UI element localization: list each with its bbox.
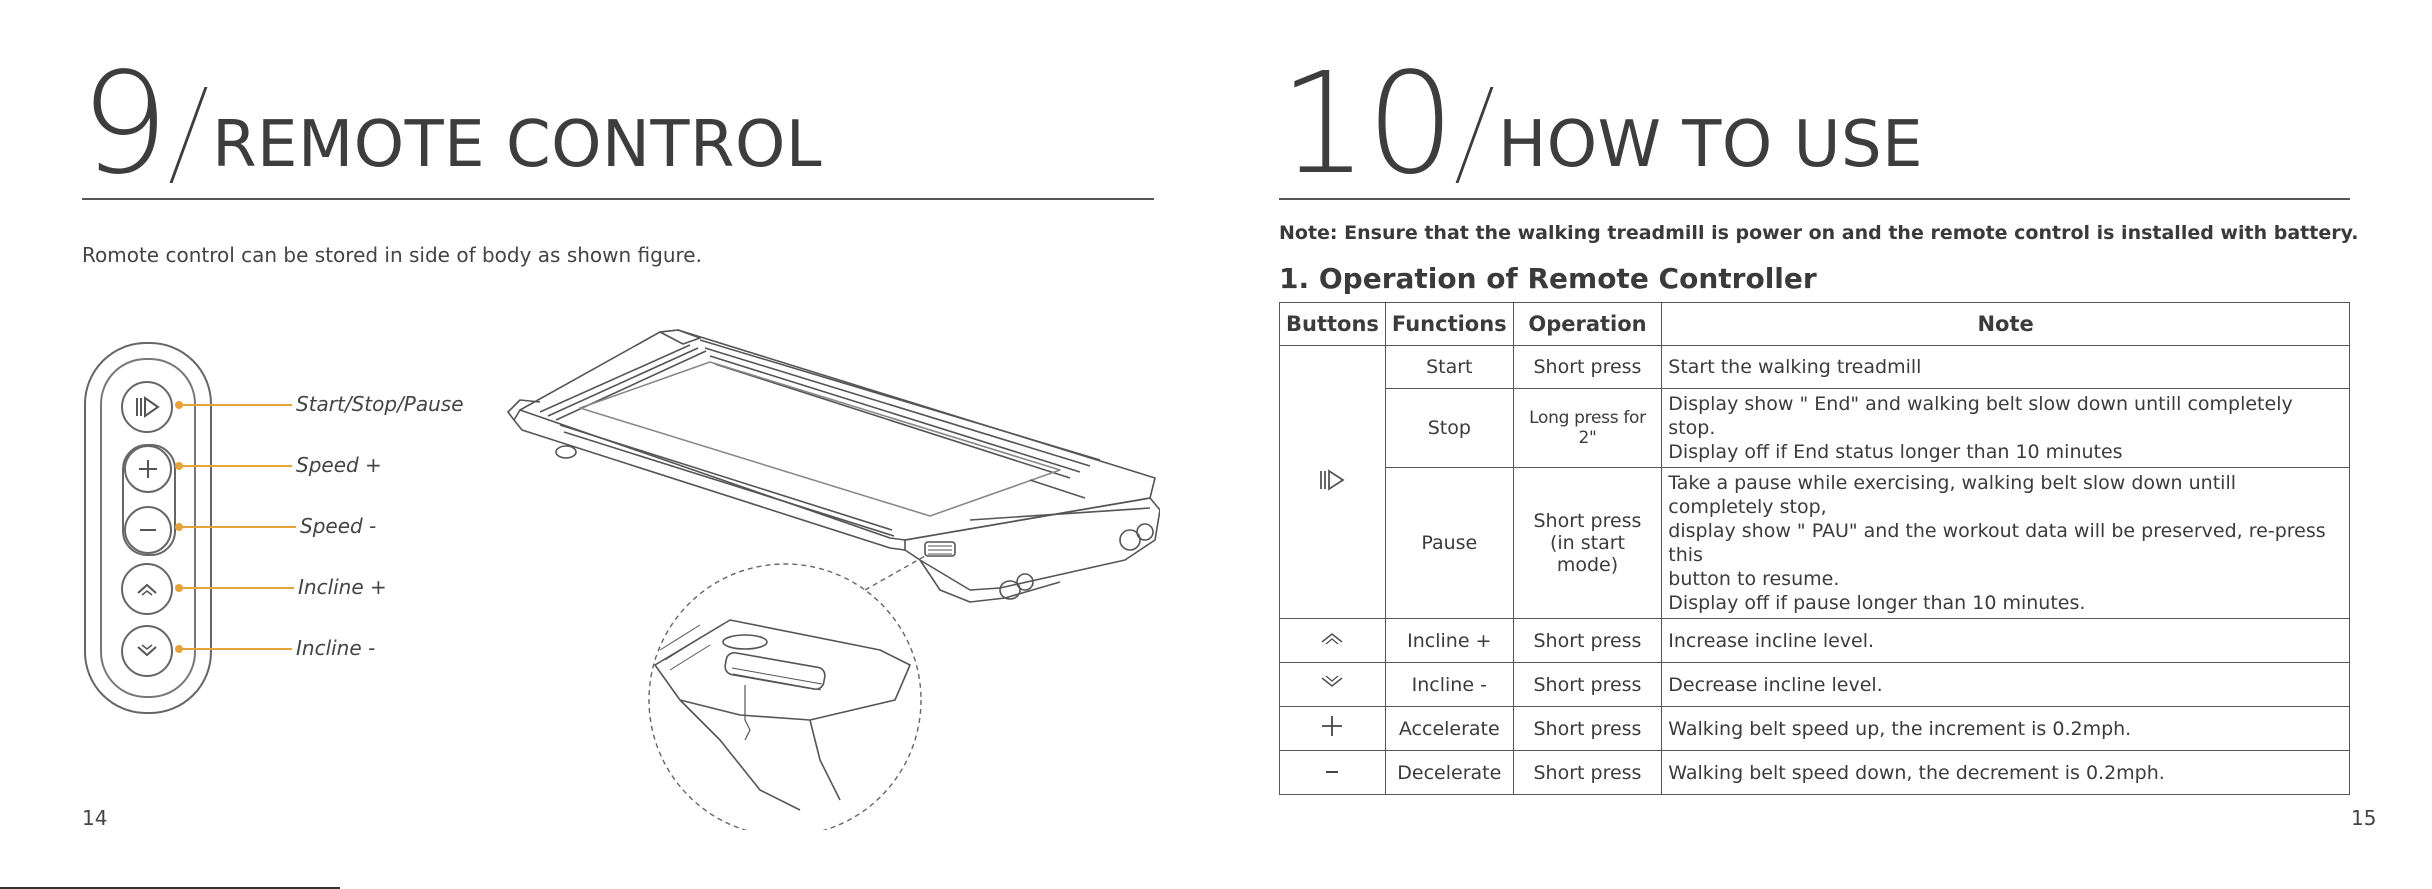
- heading-slash: [1455, 87, 1494, 183]
- heading-rule: [1279, 198, 2350, 200]
- subheading: 1. Operation of Remote Controller: [1279, 262, 1817, 295]
- header-functions: Functions: [1384, 302, 1514, 346]
- note-line: Display off if End status longer than 10…: [1668, 441, 2123, 463]
- function-cell: Start: [1384, 345, 1514, 389]
- page-number: 15: [2351, 806, 2377, 830]
- chevron-up-icon: [1279, 618, 1386, 663]
- note-line: display show " PAU" and the workout data…: [1668, 520, 2326, 566]
- start-pause-icon: [121, 381, 173, 433]
- chevron-down-icon: [1279, 662, 1386, 707]
- label-incline-minus: Incline -: [296, 636, 376, 660]
- label-incline-plus: Incline +: [298, 575, 387, 599]
- operation-cell: Short press (in start mode): [1512, 467, 1663, 619]
- callout-line: [180, 526, 296, 528]
- heading-rule: [82, 198, 1154, 200]
- table-row: Incline + Short press Increase incline l…: [1279, 618, 2350, 663]
- operation-cell: Short press: [1512, 662, 1663, 707]
- table-row: Incline - Short press Decrease incline l…: [1279, 662, 2350, 707]
- page-number: 14: [82, 806, 108, 830]
- callout-line: [180, 648, 292, 650]
- callout-line: [180, 465, 292, 467]
- operation-cell: Short press: [1512, 618, 1663, 663]
- section-number: 10: [1279, 43, 1455, 206]
- header-operation: Operation: [1512, 302, 1663, 346]
- function-cell: Accelerate: [1384, 706, 1514, 751]
- chevron-down-icon: [121, 625, 173, 677]
- minus-icon: [1279, 750, 1386, 795]
- table-row: Start Short press Start the walking trea…: [1279, 345, 2350, 619]
- operation-cell: Long press for 2": [1512, 388, 1663, 468]
- callout-line: [180, 404, 292, 406]
- table-row: Decelerate Short press Walking belt spee…: [1279, 750, 2350, 795]
- callout-dot: [175, 523, 183, 531]
- label-speed-plus: Speed +: [296, 453, 382, 477]
- note-cell: Walking belt speed up, the increment is …: [1661, 706, 2350, 751]
- operation-cell: Short press: [1512, 750, 1663, 795]
- function-cell: Stop: [1384, 388, 1514, 468]
- function-cell: Decelerate: [1384, 750, 1514, 795]
- callout-dot: [175, 645, 183, 653]
- table-row: Stop Long press for 2" Display show " En…: [1280, 388, 2350, 468]
- note-line: Display show " End" and walking belt slo…: [1668, 393, 2293, 439]
- note-line: button to resume.: [1668, 568, 1840, 590]
- table-row: Pause Short press (in start mode) Take a…: [1280, 467, 2350, 619]
- callout-dot: [175, 462, 183, 470]
- section-title: REMOTE CONTROL: [212, 108, 822, 182]
- plus-icon: [124, 445, 172, 493]
- header-buttons: Buttons: [1279, 302, 1386, 346]
- callout-line: [180, 587, 294, 589]
- note-line: Take a pause while exercising, walking b…: [1668, 472, 2237, 518]
- section-heading-9: 9 REMOTE CONTROL: [80, 55, 822, 195]
- callout-dot: [175, 584, 183, 592]
- section-heading-10: 10 HOW TO USE: [1279, 55, 1923, 195]
- chevron-up-icon: [121, 563, 173, 615]
- operation-cell: Short press: [1512, 345, 1663, 389]
- remote-inner-outline: [100, 358, 196, 698]
- label-start-stop-pause: Start/Stop/Pause: [296, 392, 464, 416]
- footer-line: [0, 887, 340, 889]
- minus-icon: [124, 506, 172, 554]
- function-cell: Incline -: [1384, 662, 1514, 707]
- function-cell: Incline +: [1384, 618, 1514, 663]
- operation-line: Short press: [1533, 510, 1642, 532]
- note-cell: Increase incline level.: [1661, 618, 2350, 663]
- callout-dot: [175, 401, 183, 409]
- operation-line: (in start mode): [1549, 532, 1625, 576]
- note-cell: Take a pause while exercising, walking b…: [1661, 467, 2350, 619]
- note-cell: Start the walking treadmill: [1661, 345, 2350, 389]
- note-cell: Decrease incline level.: [1661, 662, 2350, 707]
- left-page: 9 REMOTE CONTROL Romote control can be s…: [0, 55, 1160, 889]
- table-header-row: Buttons Functions Operation Note: [1279, 302, 2350, 346]
- note-cell: Walking belt speed down, the decrement i…: [1661, 750, 2350, 795]
- section-title: HOW TO USE: [1498, 108, 1923, 182]
- heading-slash: [169, 87, 208, 183]
- plus-icon: [1279, 706, 1386, 751]
- remote-operation-table: Buttons Functions Operation Note Start S…: [1279, 302, 2350, 795]
- start-pause-icon: [1317, 468, 1347, 497]
- start-pause-button-cell: [1279, 345, 1386, 619]
- table-row: Accelerate Short press Walking belt spee…: [1279, 706, 2350, 751]
- safety-note: Note: Ensure that the walking treadmill …: [1279, 222, 2359, 244]
- label-speed-minus: Speed -: [300, 514, 377, 538]
- function-cell: Pause: [1384, 467, 1514, 619]
- right-page: 10 HOW TO USE Note: Ensure that the walk…: [1216, 0, 2432, 889]
- note-cell: Display show " End" and walking belt slo…: [1661, 388, 2350, 468]
- header-note: Note: [1661, 302, 2350, 346]
- treadmill-illustration: [507, 329, 1160, 830]
- note-line: Display off if pause longer than 10 minu…: [1668, 592, 2086, 614]
- remote-body: [84, 342, 212, 714]
- section-number: 9: [80, 43, 169, 206]
- operation-cell: Short press: [1512, 706, 1663, 751]
- intro-text: Romote control can be stored in side of …: [82, 243, 702, 267]
